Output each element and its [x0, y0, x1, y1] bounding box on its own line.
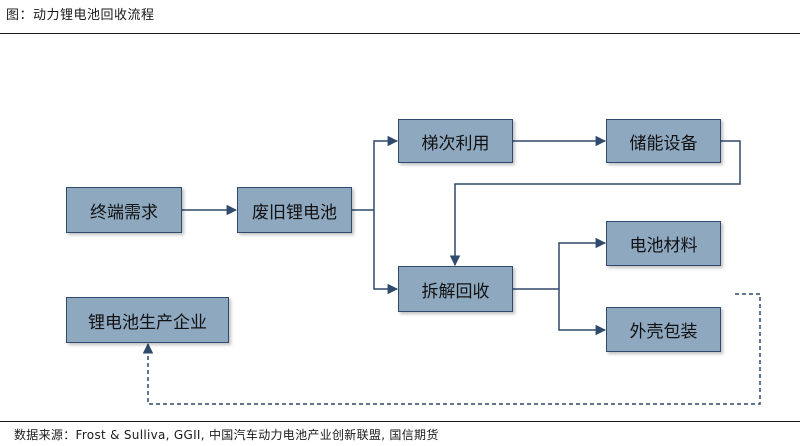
source-note: 数据来源：Frost & Sulliva, GGII, 中国汽车动力电池产业创新…: [14, 428, 439, 442]
node-battery-materials: 电池材料: [606, 221, 721, 266]
edge-outer-shell-packaging-to-battery-producer: [142, 293, 761, 405]
node-waste-battery: 废旧锂电池: [237, 187, 352, 233]
edge-waste-battery-to-dismantle-recycle: [373, 210, 399, 295]
node-battery-producer: 锂电池生产企业: [66, 297, 229, 343]
edge-storage-equipment-to-dismantle-recycle: [449, 140, 741, 267]
node-dismantle-recycle: 拆解回收: [398, 266, 513, 312]
edge-dismantle-recycle-to-battery-materials: [558, 237, 607, 289]
edge-dismantle-recycle-to-outer-shell-packaging: [558, 289, 607, 336]
node-cascade-use: 梯次利用: [398, 119, 513, 163]
node-outer-shell-packaging: 外壳包装: [606, 307, 721, 352]
figure-title: 图：动力锂电池回收流程: [6, 8, 155, 23]
top-rule: [0, 33, 800, 34]
node-demand: 终端需求: [66, 187, 182, 233]
node-storage-equipment: 储能设备: [606, 119, 721, 163]
edge-waste-battery-to-cascade-use: [373, 135, 399, 210]
bottom-rule: [0, 421, 800, 422]
